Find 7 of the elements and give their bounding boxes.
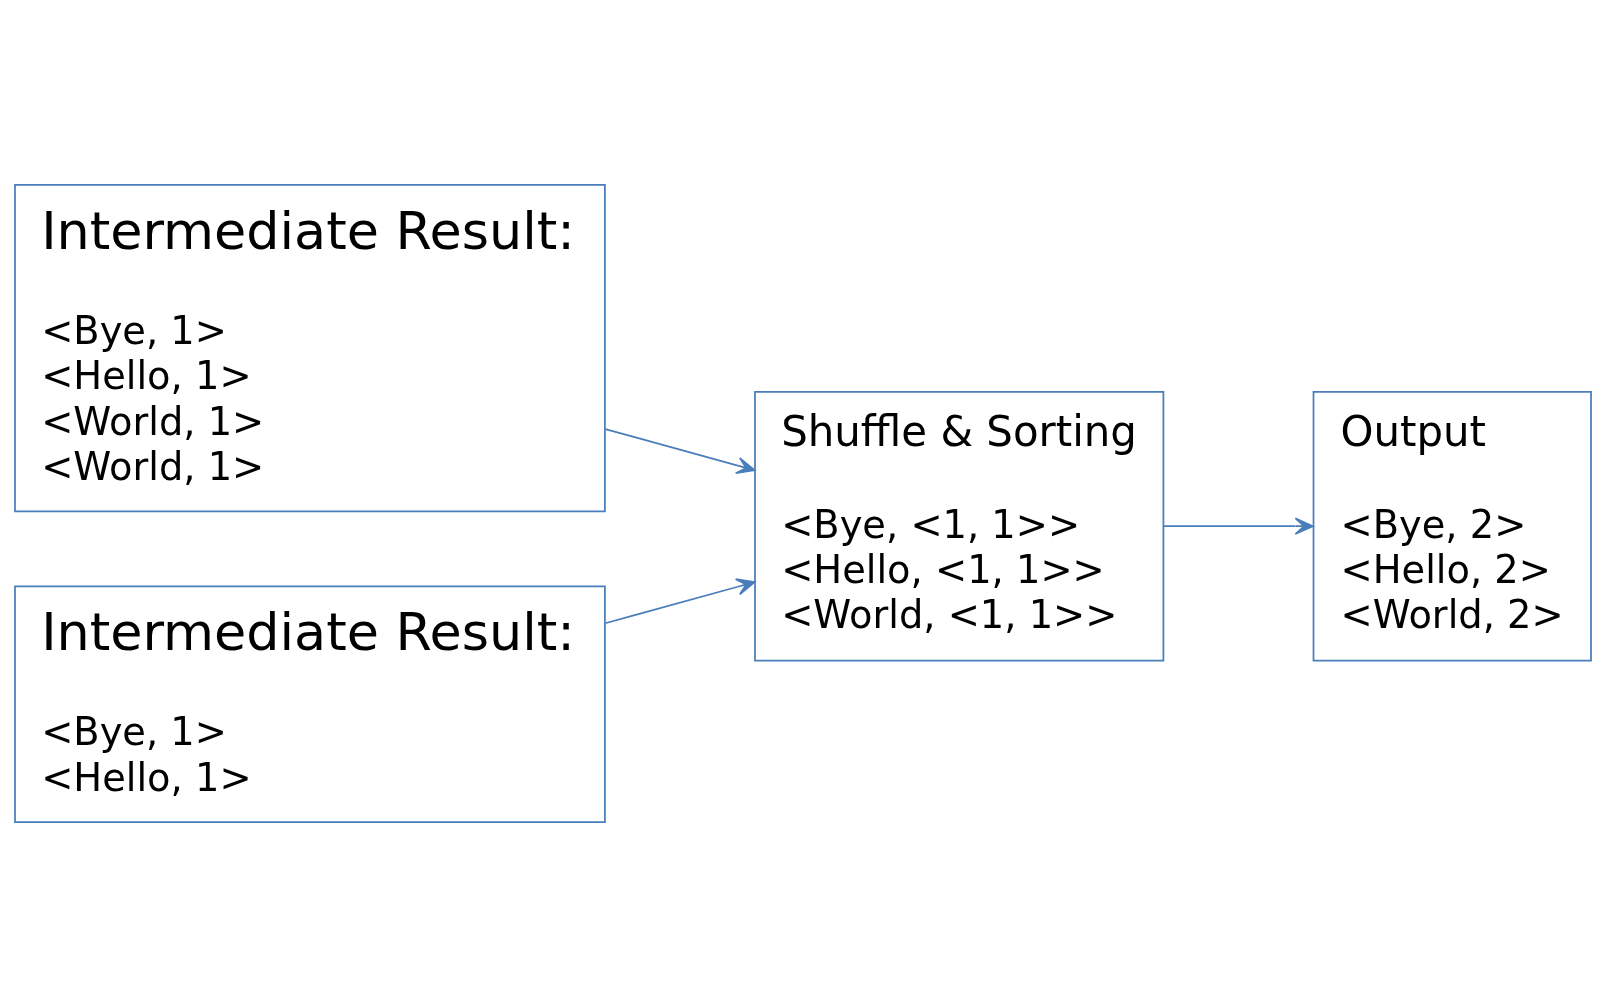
node-box: Shuffle & Sorting <Bye, <1, 1>> <Hello, <1, 1>> <World, <1, 1>>	[754, 390, 1165, 661]
node-box: Intermediate Result: <Bye, 1> <Hello, 1>	[14, 585, 606, 823]
arrow	[604, 427, 756, 474]
node-box: Output <Bye, 2> <Hello, 2> <World, 2>	[1312, 390, 1592, 661]
node-box: Intermediate Result: <Bye, 1> <Hello, 1> <World, 1> <World, 1>	[14, 183, 606, 512]
arrow	[1162, 516, 1314, 535]
arrow	[604, 577, 756, 624]
